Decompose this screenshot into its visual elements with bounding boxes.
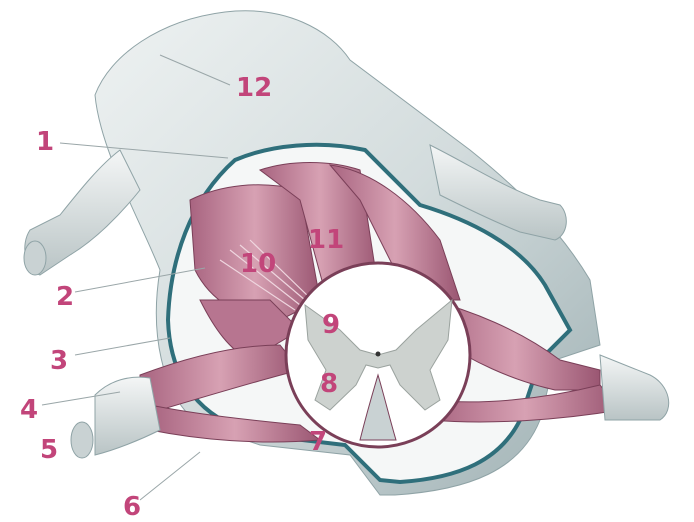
label-5: 5 <box>40 435 58 465</box>
label-6: 6 <box>123 492 141 522</box>
label-9: 9 <box>322 310 340 340</box>
label-10: 10 <box>240 249 276 279</box>
label-1: 1 <box>36 127 54 157</box>
label-7: 7 <box>309 427 327 457</box>
upper-left-nerve-stump <box>24 150 140 275</box>
label-2: 2 <box>56 282 74 312</box>
label-8: 8 <box>320 369 338 399</box>
label-3: 3 <box>50 346 68 376</box>
label-11: 11 <box>308 225 344 255</box>
label-12: 12 <box>236 73 272 103</box>
label-4: 4 <box>20 395 38 425</box>
spinal-cord-cross-section <box>286 263 470 447</box>
